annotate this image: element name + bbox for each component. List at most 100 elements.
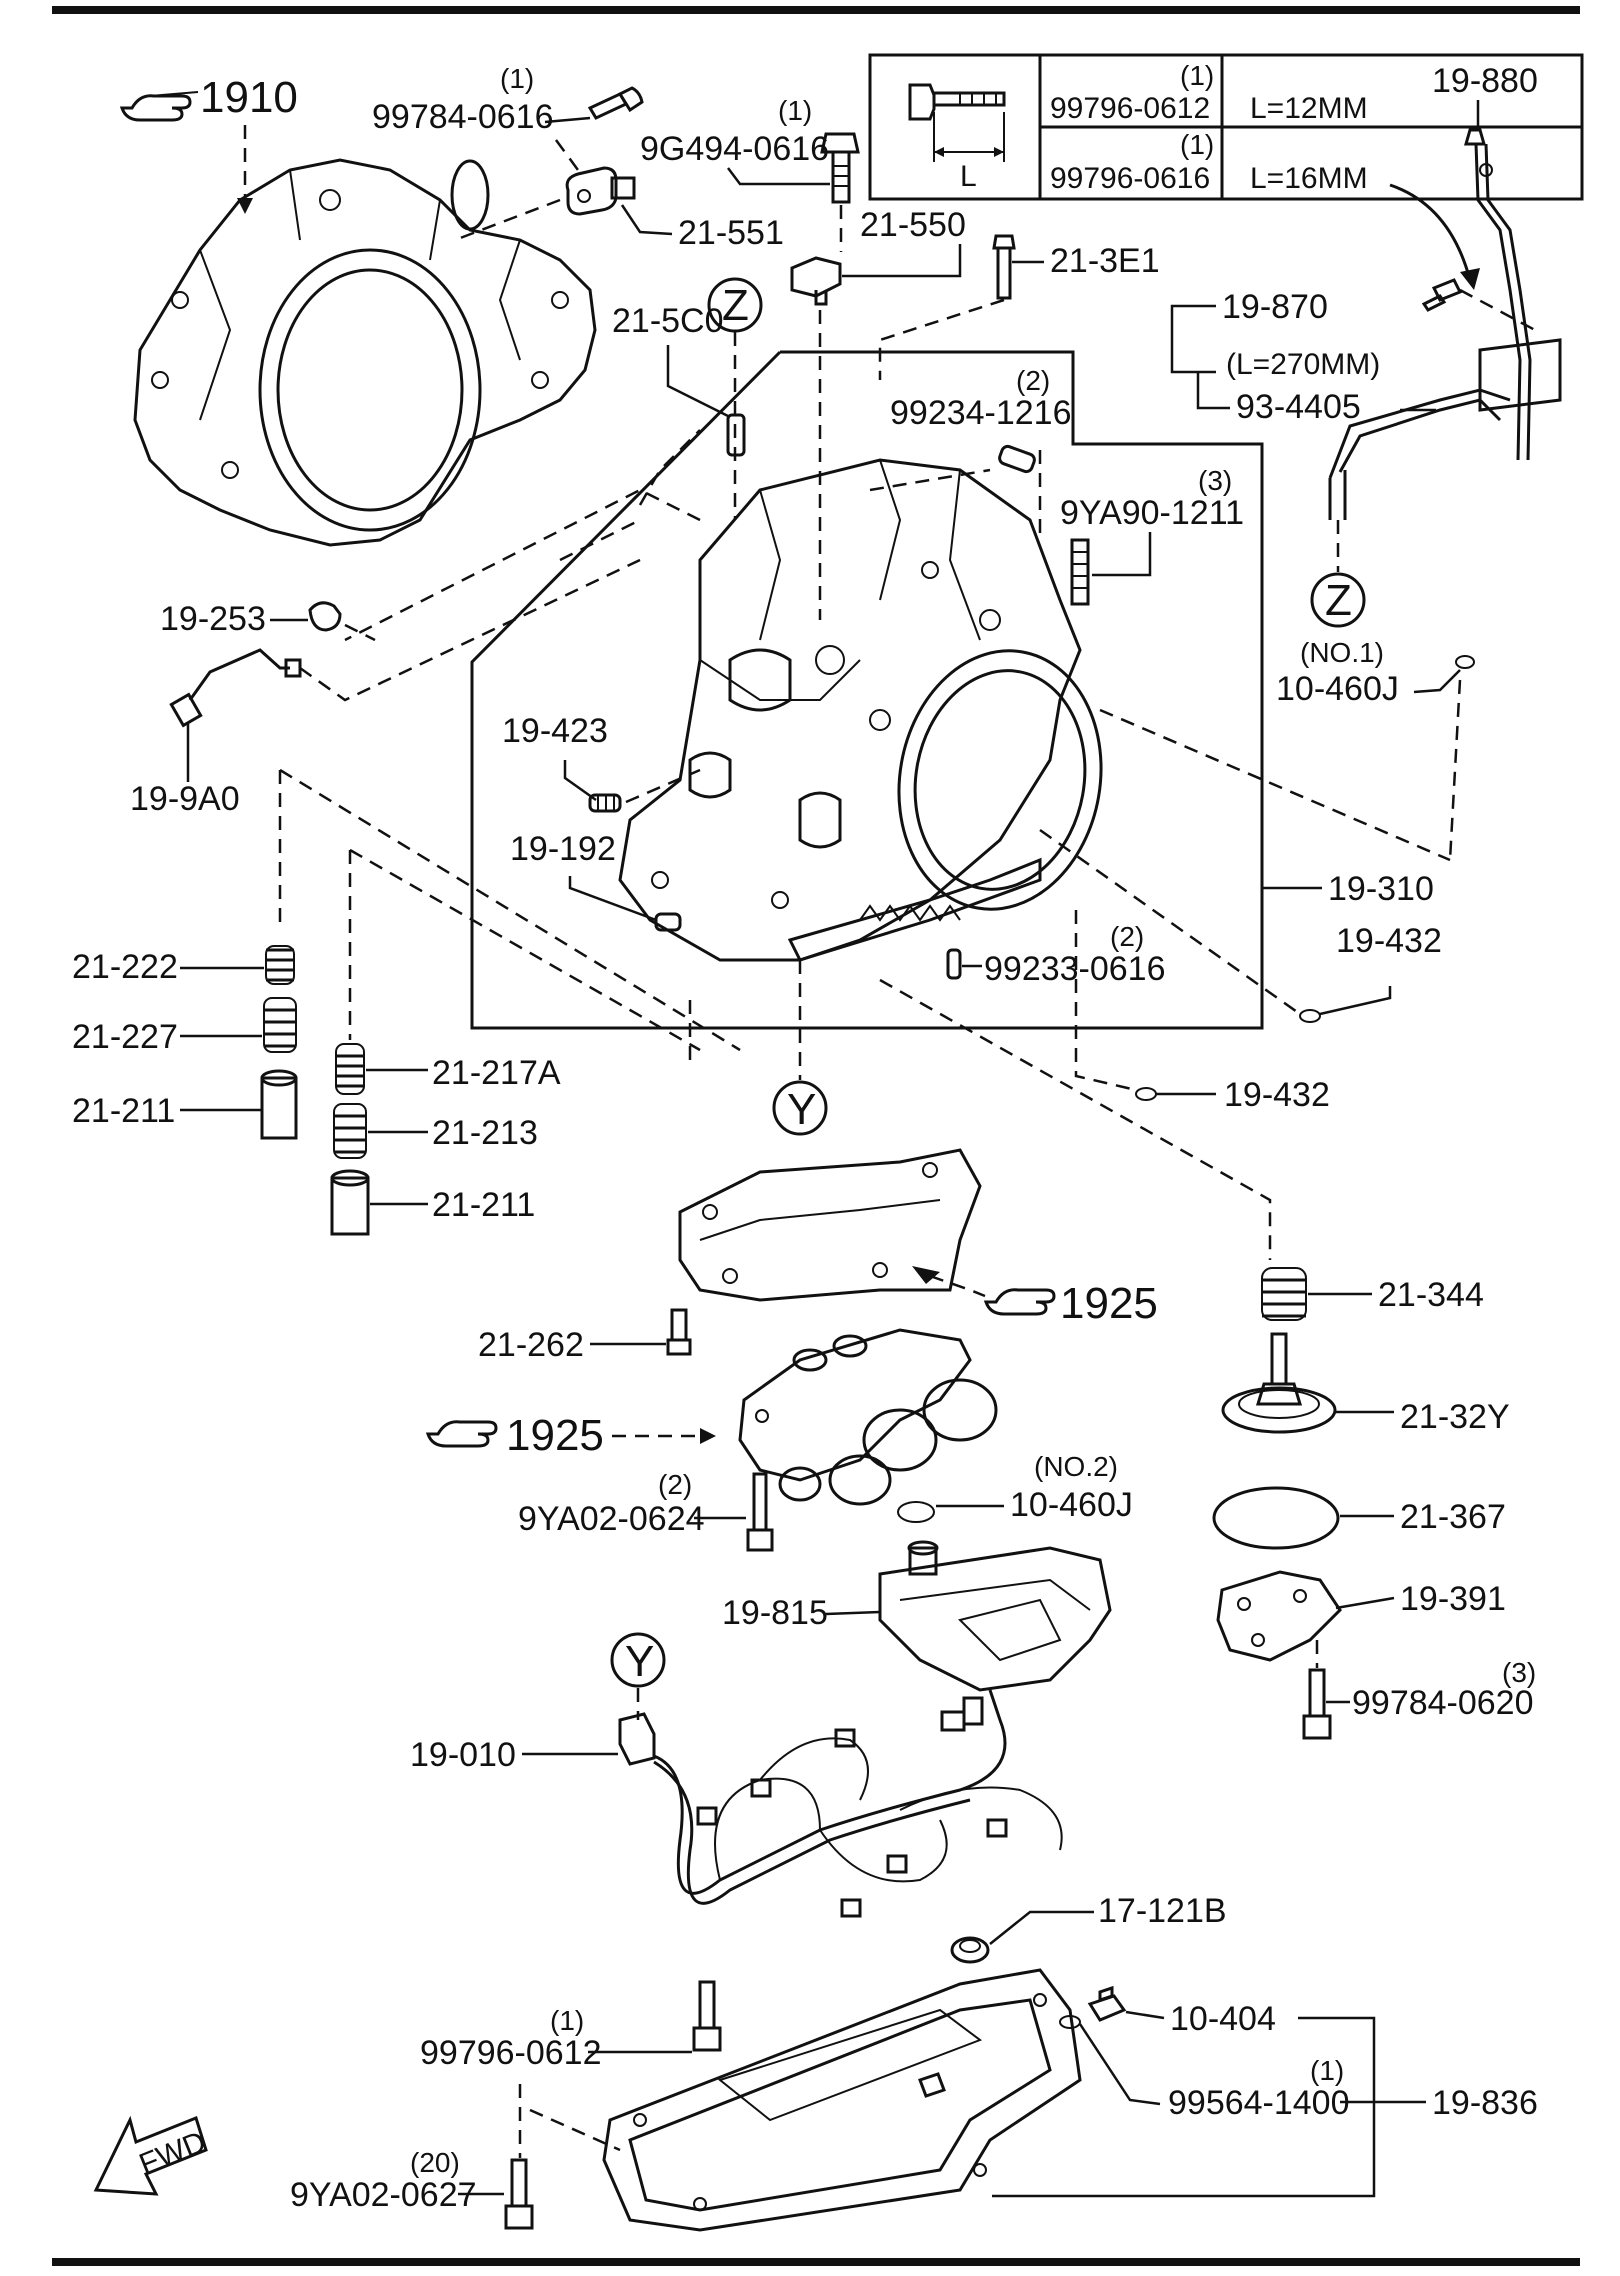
svg-text:Y: Y — [625, 1637, 654, 1686]
dowel-99234-1216 — [998, 444, 1036, 474]
label-21-344: 21-344 — [1378, 1276, 1484, 1314]
pin-21-5c0 — [726, 413, 746, 457]
spring-21-213 — [333, 1103, 367, 1159]
qty-99796-0612: (1) — [550, 2005, 584, 2036]
ref-1925-plate-pointer[interactable]: 1925 — [983, 1279, 1158, 1328]
stud-9ya90-1211 — [1070, 538, 1090, 606]
label-19-870-length: (L=270MM) — [1226, 348, 1380, 381]
label-19-423: 19-423 — [502, 712, 608, 750]
label-19-391: 19-391 — [1400, 1580, 1506, 1618]
oring-10-460j-no1 — [1455, 655, 1475, 669]
piston-21-32y — [1221, 1332, 1337, 1434]
label-99796-0612: 99796-0612 — [420, 2034, 602, 2072]
oring-19-432-b — [1135, 1087, 1157, 1101]
z-marker-right: Z — [1310, 572, 1366, 628]
bolt-9ya02-0624 — [746, 1472, 774, 1552]
bolt-99784-0616 — [587, 86, 644, 120]
qty-9ya90-1211: (3) — [1198, 465, 1232, 496]
oring-19-432-a — [1299, 1009, 1321, 1023]
plug-19-253 — [308, 601, 342, 632]
bolt-21-3e1 — [992, 234, 1016, 300]
bolt-21-262 — [666, 1308, 692, 1356]
pointing-hand-icon — [119, 91, 199, 122]
y-marker-bottom: Y — [610, 1632, 666, 1688]
y-marker-top: Y — [772, 1080, 828, 1136]
label-9ya02-0624: 9YA02-0624 — [518, 1500, 705, 1538]
wiring-harness-19-010 — [618, 1689, 1063, 1918]
label-19-192: 19-192 — [510, 830, 616, 868]
sensor-21-550 — [790, 256, 842, 306]
dipstick-19-880 — [1464, 128, 1532, 461]
label-99784-0620: 99784-0620 — [1352, 1684, 1534, 1722]
part-19-423 — [588, 793, 622, 813]
label-21-211-b: 21-211 — [432, 1186, 535, 1224]
note-10-460j-no2: (NO.2) — [1034, 1451, 1118, 1482]
label-21-551: 21-551 — [678, 214, 784, 252]
label-10-404: 10-404 — [1170, 2000, 1276, 2038]
label-21-32y: 21-32Y — [1400, 1398, 1510, 1436]
label-19-9a0: 19-9A0 — [130, 780, 240, 818]
bolt-drawing — [908, 83, 1006, 162]
plug-21-211-b — [330, 1169, 370, 1236]
label-10-460j-no1: 10-460J — [1276, 670, 1399, 708]
fwd-arrow-icon: FWD — [93, 2115, 211, 2196]
label-21-5c0: 21-5C0 — [612, 302, 724, 340]
qty-99784-0616: (1) — [500, 63, 534, 94]
label-99234-1216: 99234-1216 — [890, 394, 1072, 432]
label-19-880: 19-880 — [1432, 62, 1538, 100]
label-19-010: 19-010 — [410, 1736, 516, 1774]
ref-1925-plate-label: 1925 — [1060, 1279, 1158, 1328]
converter-housing — [133, 158, 597, 547]
label-21-211-a: 21-211 — [72, 1092, 175, 1130]
table-qty-row-2: (1) — [1180, 129, 1214, 160]
fwd-label: FWD — [135, 2125, 211, 2181]
ref-1910-label: 1910 — [200, 73, 298, 122]
harness-19-9a0 — [169, 648, 302, 728]
sensor-21-551 — [565, 166, 636, 216]
dimension-label-l: L — [960, 160, 977, 193]
svg-text:Z: Z — [722, 281, 749, 330]
pointing-hand-icon — [425, 1420, 498, 1448]
oring-21-367 — [1212, 1486, 1340, 1550]
label-21-367: 21-367 — [1400, 1498, 1506, 1536]
qty-99233-0616: (2) — [1110, 921, 1144, 952]
magnet-17-121b — [950, 1936, 990, 1964]
spring-21-344 — [1261, 1267, 1307, 1321]
spring-21-227 — [263, 997, 297, 1053]
plug-21-211-a — [260, 1069, 298, 1140]
label-99564-1400: 99564-1400 — [1168, 2084, 1350, 2122]
oring-10-460j-no2 — [897, 1501, 935, 1523]
label-19-310: 19-310 — [1328, 870, 1434, 908]
qty-9ya02-0627: (20) — [410, 2147, 460, 2178]
bolt-dipstick — [1421, 278, 1463, 312]
dipstick-tube-93-4405 — [1328, 338, 1562, 520]
qty-9ya02-0624: (2) — [658, 1469, 692, 1500]
label-19-253: 19-253 — [160, 600, 266, 638]
cover-19-391 — [1216, 1570, 1342, 1662]
label-9ya02-0627: 9YA02-0627 — [290, 2176, 477, 2214]
table-length-row-1: L=12MM — [1250, 92, 1368, 125]
label-19-432-b: 19-432 — [1224, 1076, 1330, 1114]
label-9ya90-1211: 9YA90-1211 — [1060, 494, 1244, 532]
ref-1925-valve-pointer[interactable]: 1925 — [425, 1411, 604, 1460]
separator-plate — [678, 1148, 982, 1302]
qty-99784-0620: (3) — [1502, 1657, 1536, 1688]
spring-21-217a — [335, 1043, 365, 1095]
svg-text:Y: Y — [787, 1085, 816, 1134]
bolt-length-table: L (1) 99796-0612 L=12MM (1) 99796-0616 L… — [868, 53, 1584, 201]
oil-strainer-19-815 — [878, 1540, 1112, 1692]
label-21-222: 21-222 — [72, 948, 178, 986]
label-21-213: 21-213 — [432, 1114, 538, 1152]
ref-1910-pointer[interactable]: 1910 — [119, 73, 298, 122]
table-length-row-2: L=16MM — [1250, 162, 1368, 195]
qty-99564-1400: (1) — [1310, 2055, 1344, 2086]
label-21-227: 21-227 — [72, 1018, 178, 1056]
table-part-row-1: 99796-0612 — [1050, 92, 1210, 125]
z-marker-top: Z — [707, 277, 763, 333]
ref-1925-valve-label: 1925 — [506, 1411, 604, 1460]
bolt-9g494-0616 — [820, 132, 860, 204]
part-19-192 — [654, 912, 682, 932]
label-21-262: 21-262 — [478, 1326, 584, 1364]
